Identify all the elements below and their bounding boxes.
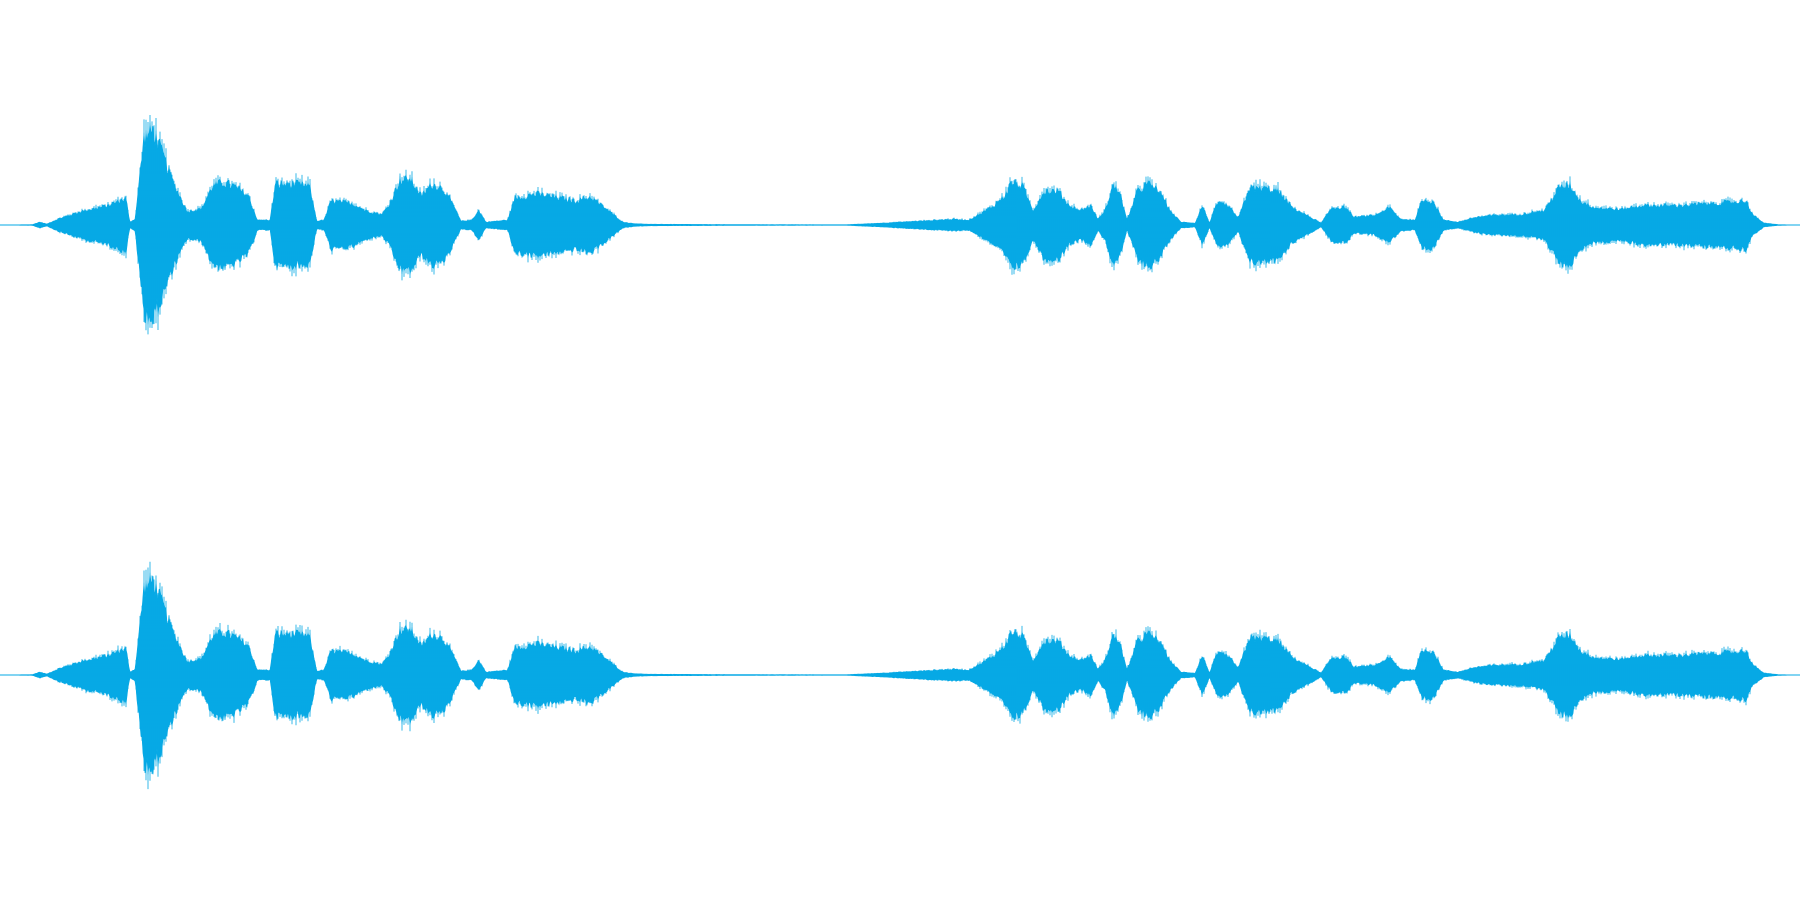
waveform-texture [37, 561, 1763, 790]
waveform-texture [37, 115, 1763, 335]
waveform-channel-right [0, 561, 1800, 790]
waveform-channel-left [0, 115, 1800, 335]
